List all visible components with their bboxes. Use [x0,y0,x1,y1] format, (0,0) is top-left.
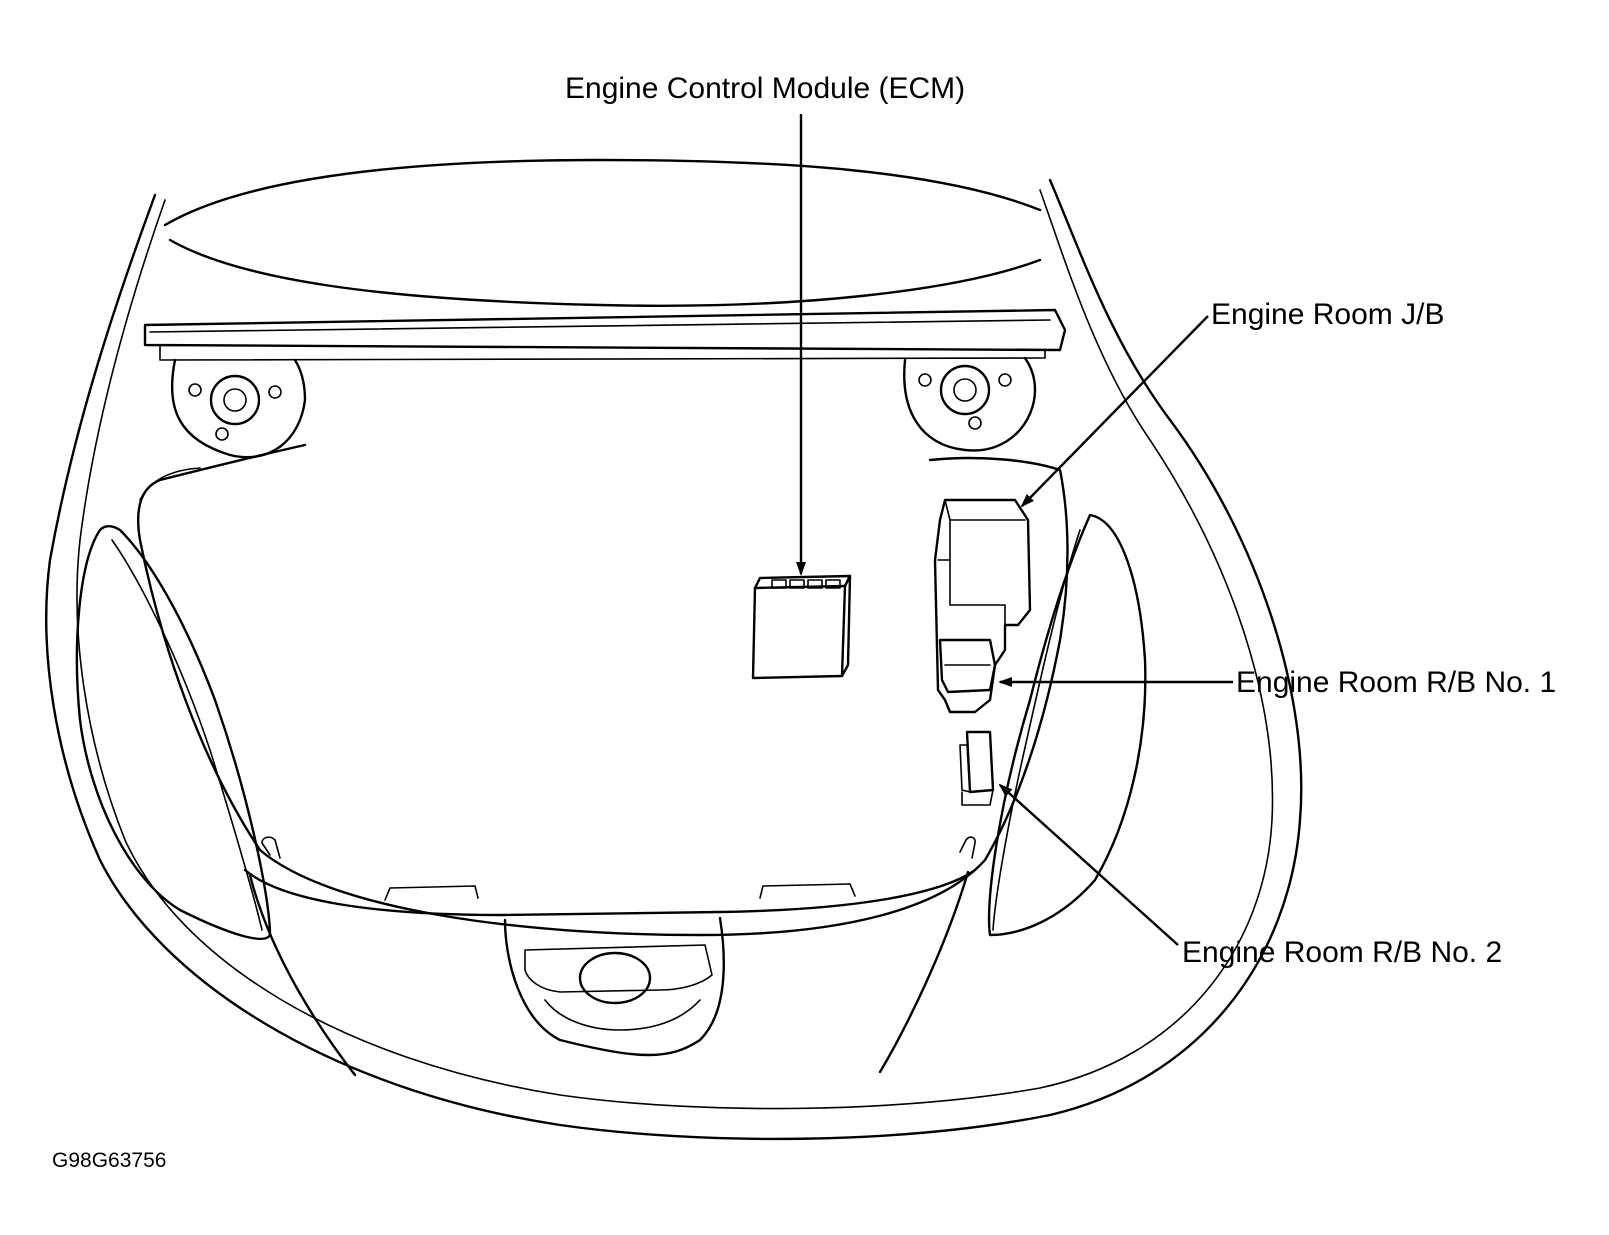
car-body-outline [45,158,1303,1141]
engine-room-rb2-label: Engine Room R/B No. 2 [1182,936,1503,969]
left-strut-tower [170,358,307,459]
figure-id: G98G63756 [52,1149,167,1172]
front-grille [503,916,725,1057]
engine-room-rb1-label: Engine Room R/B No. 1 [1236,666,1557,699]
relay-block-2-component [959,730,995,806]
left-headlight [75,525,272,941]
rb2-leader-line [998,783,1179,946]
right-headlight [987,513,1147,937]
jb-leader-line [1020,315,1209,508]
engine-room-jb-label: Engine Room J/B [1211,298,1445,331]
right-strut-tower [903,356,1037,452]
ecm-label: Engine Control Module (ECM) [565,72,966,105]
ecm-component [751,574,852,680]
junction-block-component [933,498,1032,714]
